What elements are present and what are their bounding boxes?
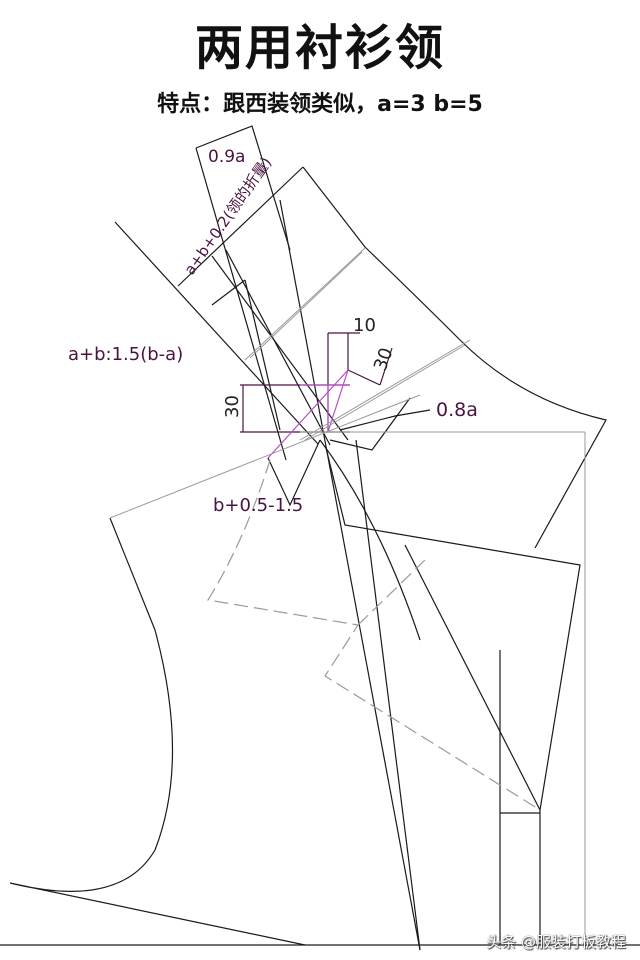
watermark: 头条 @服装打板教程	[486, 933, 626, 951]
label-b-offset: b+0.5-1.5	[213, 495, 303, 516]
label-08a: 0.8a	[436, 399, 478, 421]
dashed-collar-outline	[207, 459, 541, 811]
label-ratio: a+b:1.5(b-a)	[68, 344, 183, 365]
page-title: 两用衬衫领	[194, 20, 445, 76]
construction-lines	[267, 369, 350, 459]
label-dim-30-left: 30	[222, 395, 243, 418]
page-subtitle: 特点：跟西装领类似，a=3 b=5	[157, 92, 483, 117]
label-dim-10: 10	[353, 315, 376, 336]
label-collar-width: 0.9a	[208, 147, 245, 167]
guide-lines	[109, 247, 586, 945]
dimension-lines	[240, 332, 393, 433]
label-dim-30-right: 30	[370, 345, 398, 374]
collar-stand-lines	[0, 125, 640, 951]
